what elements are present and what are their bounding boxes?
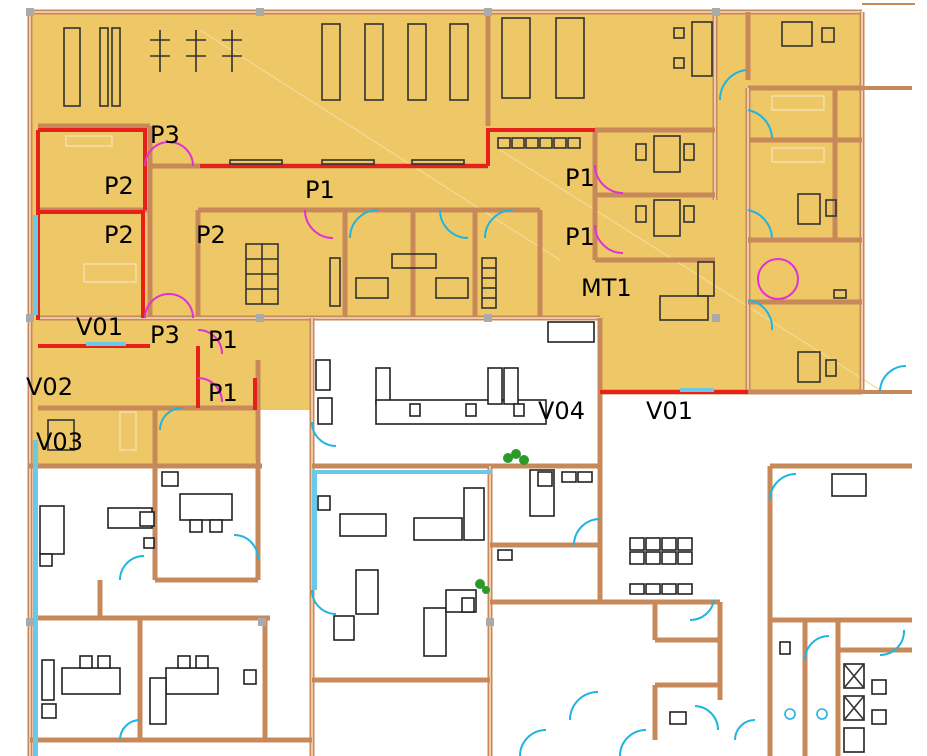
label-p1-corridor: P1 — [305, 176, 335, 204]
glazing — [33, 215, 714, 756]
zone-hatch — [199, 29, 881, 391]
furniture-top — [47, 17, 847, 451]
label-p3-top: P3 — [150, 121, 180, 149]
furniture-lower — [39, 321, 887, 753]
fire-walls — [36, 128, 748, 410]
label-p3-lower: P3 — [150, 321, 180, 349]
label-p1-lower-lower: P1 — [208, 379, 238, 407]
label-p1-right-upper: P1 — [565, 164, 595, 192]
columns — [26, 8, 720, 626]
label-p2-room: P2 — [196, 221, 226, 249]
label-v03: V03 — [36, 428, 83, 456]
room-labels: P3 P2 P2 P2 P1 P1 P1 MT1 V01 P3 P1 P1 V0… — [26, 121, 693, 456]
walls — [27, 3, 915, 756]
zone-left-strip — [28, 300, 38, 468]
label-p2-lower: P2 — [104, 221, 134, 249]
label-mt1: MT1 — [581, 274, 632, 302]
door-swings — [119, 69, 907, 756]
label-v02: V02 — [26, 373, 73, 401]
label-p2-upper: P2 — [104, 172, 134, 200]
plants — [475, 449, 529, 594]
label-p1-lower-upper: P1 — [208, 326, 238, 354]
zone-area — [28, 12, 862, 468]
door-swings-zone — [144, 141, 799, 403]
label-v01-right: V01 — [646, 397, 693, 425]
zone-fill — [28, 12, 862, 466]
label-p1-right-lower: P1 — [565, 223, 595, 251]
label-v01-left: V01 — [76, 313, 123, 341]
label-v04: V04 — [538, 397, 585, 425]
